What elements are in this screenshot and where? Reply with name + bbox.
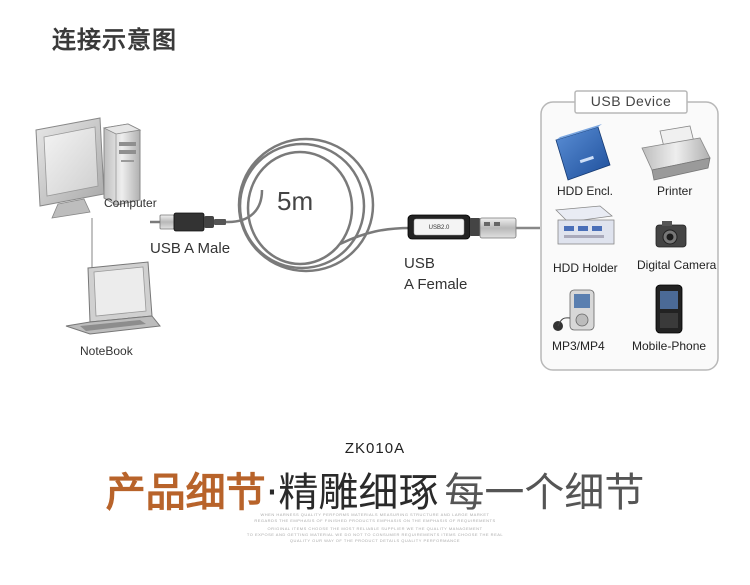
device-label-mobile-phone: Mobile-Phone [632, 339, 707, 353]
digital-camera-icon [655, 221, 687, 248]
computer-label: Computer [104, 196, 157, 210]
hdd-holder-icon [555, 205, 615, 245]
usb-extension-cable [150, 137, 411, 273]
device-label-digital-camera: Digital Camera [637, 258, 717, 272]
mobile-phone-icon [655, 284, 683, 334]
page-title: 连接示意图 [52, 26, 177, 54]
notebook-icon [65, 261, 161, 335]
hdd-enclosure-icon [555, 124, 611, 181]
cable-length-label: 5m [277, 186, 314, 216]
fine-print-line: TO EXPOSE AND GETTING MATERIAL WE DO NOT… [246, 532, 504, 537]
slogan: 产品细节·精雕细琢每一个细节 [0, 460, 750, 518]
usb-female-label-line1: USB [404, 255, 435, 272]
device-panel-title: USB Device [590, 93, 672, 109]
slogan-part-b: ·精雕细琢 [265, 470, 439, 516]
usb-a-male-connector [159, 212, 226, 232]
fine-print-line: WHEN HARNESS QUALITY PERFORMS MATERIALS … [260, 512, 490, 517]
fine-print-line: REGARDS THE EMPHASIS OF FINISHED PRODUCT… [254, 518, 496, 523]
model-number: ZK010A [344, 440, 406, 457]
device-label-mp3-mp4: MP3/MP4 [552, 339, 605, 353]
fine-print-line: QUALITY OUR WAY OF THE PRODUCT DETAILS Q… [289, 538, 461, 543]
mp3-player-icon [553, 289, 595, 331]
device-label-printer: Printer [657, 184, 693, 198]
cable-chip-text: USB2.0 [429, 225, 450, 231]
usb-female-housing: USB2.0 [407, 214, 540, 240]
connection-diagram: USB2.0 [35, 90, 719, 371]
computer-icon [35, 117, 142, 219]
slogan-part-a: 产品细节 [105, 470, 266, 516]
fine-print-line: ORIGINAL ITEMS CHOOSE THE MOST RELIABLE … [267, 526, 483, 531]
device-label-hdd-holder: HDD Holder [553, 261, 618, 275]
usb-female-label-line2: A Female [404, 276, 468, 293]
usb-a-male-label: USB A Male [150, 240, 231, 257]
notebook-label: NoteBook [80, 344, 133, 358]
printer-icon [641, 125, 711, 181]
slogan-part-c: 每一个细节 [444, 470, 645, 516]
device-label-hdd-encl: HDD Encl. [557, 184, 614, 198]
